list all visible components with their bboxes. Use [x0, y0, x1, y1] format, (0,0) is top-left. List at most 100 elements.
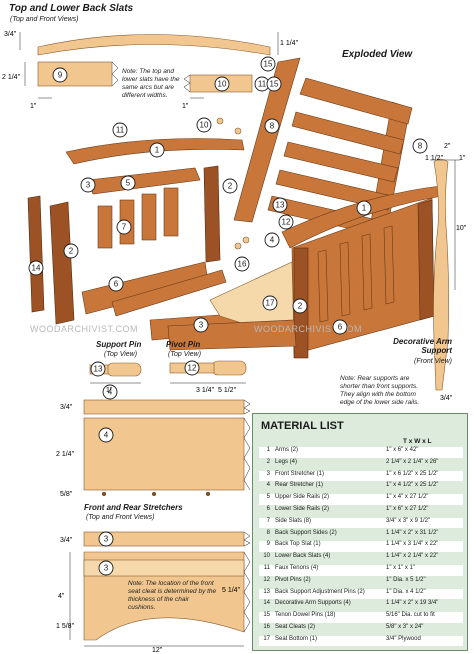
- callout-6-b: 6: [332, 319, 348, 335]
- dim-slat-width: 2 1/4": [2, 74, 21, 81]
- svg-text:10: 10: [200, 121, 209, 130]
- callout-12-b: 12: [278, 214, 294, 230]
- table-row: 6 Lower Side Rails (2) 1" x 6" x 27 1/2": [259, 506, 463, 517]
- row-number: 6: [266, 506, 270, 512]
- dim-support-2: 2": [444, 143, 451, 150]
- row-number: 15: [263, 612, 270, 619]
- callout-16: 16: [234, 256, 250, 272]
- row-dimensions: 1" x 6" x 27 1/2": [386, 506, 429, 512]
- callout-13-b: 13: [272, 197, 288, 213]
- dim-str-1-5-8: 1 5/8": [56, 623, 75, 630]
- callout-3-front: 3: [98, 560, 114, 576]
- heading-pivot-pin-sub: (Top View): [168, 351, 202, 358]
- row-part-name: Legs (4): [275, 458, 298, 465]
- dim-support-3-4: 3/4": [440, 395, 453, 402]
- rear-stretcher: [111, 269, 227, 317]
- dim-str-3-4: 3/4": [60, 404, 73, 411]
- svg-text:2: 2: [298, 302, 303, 311]
- row-part-name: Faux Tenons (4): [275, 565, 319, 571]
- table-row: 8 Back Support Sides (2) 1 1/4" x 2" x 31 …: [259, 530, 463, 541]
- top-back-slat-top-view: [37, 61, 119, 87]
- callout-8: 8: [264, 118, 280, 134]
- row-number: 7: [266, 517, 270, 524]
- heading-front-rear-stretchers-sub: (Top and Front Views): [86, 514, 155, 521]
- row-part-name: Seat Cleats (2): [275, 624, 316, 630]
- row-dimensions: 3/4" Plywood: [386, 635, 421, 642]
- row-dimensions: 5/16" Dia. cut to fit: [386, 612, 435, 619]
- dim-str-12: 12": [152, 647, 163, 654]
- row-part-name: Front Stretcher (1): [275, 470, 325, 477]
- svg-text:2: 2: [69, 247, 74, 256]
- svg-text:6: 6: [338, 323, 343, 332]
- row-dimensions: 1" x 4 1/2" x 25 1/2": [386, 482, 439, 489]
- legs: [27, 165, 221, 325]
- svg-text:2: 2: [228, 182, 233, 191]
- row-number: 8: [266, 529, 270, 536]
- callout-4: 4: [264, 232, 280, 248]
- note-front-stretcher: Note: The location of the front seat cle…: [128, 580, 217, 611]
- row-part-name: Back Support Sides (2): [275, 529, 337, 536]
- chair-side-assembly: [291, 197, 435, 359]
- row-part-name: Decorative Arm Supports (4): [275, 600, 351, 607]
- material-list-title: MATERIAL LIST: [261, 420, 344, 432]
- svg-text:7: 7: [122, 223, 127, 232]
- tenon-dowel-pins: [216, 117, 250, 250]
- callout-10: 10: [214, 76, 230, 92]
- row-part-name: Lower Side Rails (2): [275, 506, 330, 512]
- row-dimensions: 2 1/4" x 2 1/4" x 26": [386, 458, 439, 465]
- svg-text:15: 15: [270, 80, 279, 89]
- row-dimensions: 1" Dia. x 5 1/2": [386, 576, 426, 583]
- dim-pin-1: 1": [106, 387, 113, 394]
- callout-11: 11: [112, 122, 128, 138]
- row-dimensions: 1" x 1" x 1": [386, 565, 416, 571]
- svg-text:11: 11: [116, 126, 125, 135]
- row-dimensions: 1" x 6 1/2" x 25 1/2": [386, 470, 439, 477]
- row-dimensions: 1 1/4" x 2" x 31 1/2": [386, 529, 439, 536]
- svg-text:11: 11: [258, 80, 267, 89]
- callout-14: 14: [28, 260, 44, 276]
- callout-2-b: 2: [63, 243, 79, 259]
- svg-text:12: 12: [188, 364, 197, 373]
- svg-text:3: 3: [199, 321, 204, 330]
- front-stretcher-front-view: [83, 551, 251, 641]
- svg-text:3: 3: [104, 535, 109, 544]
- callout-4-top: 4: [102, 384, 118, 400]
- dim-slat-1-b: 1": [182, 103, 189, 110]
- heading-pivot-pin: Pivot Pin: [166, 340, 201, 349]
- row-part-name: Tenon Dowel Pins (18): [275, 612, 336, 619]
- dim-str-4: 4": [58, 593, 65, 600]
- svg-text:10: 10: [218, 80, 227, 89]
- front-stretcher-top-view: [83, 531, 251, 547]
- heading-decorative-arm-support: Decorative Arm Support: [393, 337, 452, 355]
- callout-8-b: 8: [412, 138, 428, 154]
- dim-slat-1: 1": [30, 103, 37, 110]
- callout-3-top: 3: [98, 531, 114, 547]
- note-slats: Note: The top and lower slats have the s…: [122, 68, 180, 99]
- row-dimensions: 5/8" x 3" x 24": [386, 624, 424, 630]
- row-part-name: Upper Side Rails (2): [275, 494, 330, 501]
- callout-6: 6: [108, 276, 124, 292]
- row-part-name: Back Support Adjustment Pins (2): [275, 588, 365, 595]
- row-dimensions: 1 1/4" x 2" x 19 3/4": [386, 600, 439, 607]
- svg-text:13: 13: [94, 365, 103, 374]
- side-slats: [97, 187, 179, 249]
- svg-text:12: 12: [282, 218, 291, 227]
- callout-7: 7: [116, 219, 132, 235]
- svg-text:9: 9: [58, 71, 63, 80]
- heading-support-pin-sub: (Top View): [104, 351, 138, 358]
- back-slats-front-view: [19, 32, 279, 56]
- heading-front-rear-stretchers: Front and Rear Stretchers: [84, 503, 183, 512]
- upper-side-rail: [87, 167, 201, 195]
